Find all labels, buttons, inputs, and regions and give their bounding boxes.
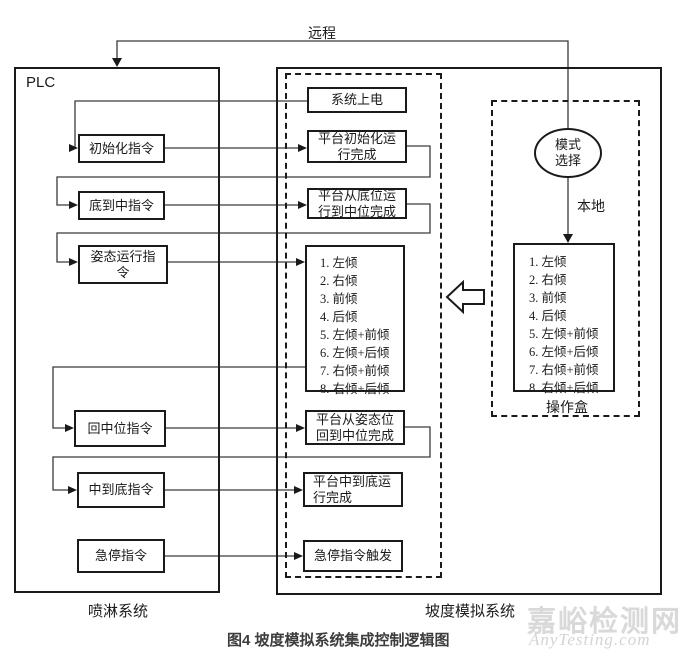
cmd-estop-box: 急停指令 (77, 539, 165, 573)
state-estop-triggered-box: 急停指令触发 (303, 540, 403, 572)
list-item: 5. 左倾+前倾 (529, 327, 599, 341)
list-item: 4. 后倾 (320, 310, 358, 324)
state-init-done-label: 平台初始化运行完成 (317, 130, 396, 162)
list-item: 6. 左倾+后倾 (529, 345, 599, 359)
list-item: 2. 右倾 (320, 274, 358, 288)
plc-title: PLC (26, 74, 56, 91)
cmd-posture-run-box: 姿态运行指令 (78, 245, 168, 284)
cmd-init-label: 初始化指令 (88, 140, 154, 156)
watermark-cn: 嘉峪检测网 (527, 606, 680, 638)
figure-caption: 图4 坡度模拟系统集成控制逻辑图 (227, 632, 450, 649)
list-item: 4. 后倾 (529, 309, 567, 323)
state-estop-triggered-label: 急停指令触发 (313, 548, 392, 563)
list-item: 7. 右倾+前倾 (529, 363, 599, 377)
cmd-mid-to-bottom-box: 中到底指令 (77, 472, 165, 508)
state-mid-to-bottom-done-box: 平台中到底运行完成 (303, 472, 403, 507)
operator-box-frame (491, 100, 640, 417)
mode-select-ellipse: 模式选择 (534, 128, 602, 178)
state-bottom-to-mid-done-box: 平台从底位运行到中位完成 (307, 188, 407, 219)
list-item: 2. 右倾 (529, 273, 567, 287)
list-item: 1. 左倾 (320, 256, 358, 270)
list-item: 3. 前倾 (320, 292, 358, 306)
operator-posture-list: 1. 左倾 2. 右倾 3. 前倾 4. 后倾 5. 左倾+前倾 6. 左倾+后… (513, 243, 615, 395)
cmd-posture-run-label: 姿态运行指令 (90, 248, 156, 280)
mode-select-label: 模式选择 (554, 137, 581, 168)
operator-box-label: 操作盒 (546, 401, 588, 416)
cmd-init-box: 初始化指令 (78, 134, 165, 163)
slope-system-frame (276, 67, 662, 595)
list-item: 5. 左倾+前倾 (320, 328, 390, 342)
remote-label: 远程 (308, 27, 336, 42)
list-item: 8. 右倾+后倾 (320, 382, 390, 396)
cmd-mid-to-bottom-label: 中到底指令 (88, 482, 154, 497)
state-power-on-box: 系统上电 (307, 87, 407, 113)
list-item: 6. 左倾+后倾 (320, 346, 390, 360)
state-posture-return-done-label: 平台从姿态位回到中位完成 (315, 411, 394, 443)
state-bottom-to-mid-done-label: 平台从底位运行到中位完成 (317, 187, 396, 219)
spray-system-label: 喷淋系统 (88, 604, 149, 620)
list-item: 1. 左倾 (529, 255, 567, 269)
slope-system-dashed-frame (285, 73, 442, 578)
cmd-bottom-to-mid-box: 底到中指令 (78, 191, 165, 220)
plc-frame (14, 67, 220, 593)
cmd-bottom-to-mid-label: 底到中指令 (88, 197, 154, 213)
cmd-estop-label: 急停指令 (94, 548, 147, 563)
cmd-return-mid-label: 回中位指令 (87, 420, 153, 436)
watermark-en: AnyTesting.com (529, 630, 651, 649)
list-item: 7. 右倾+前倾 (320, 364, 390, 378)
list-item: 8. 右倾+后倾 (529, 381, 599, 395)
list-item: 3. 前倾 (529, 291, 567, 305)
local-label: 本地 (577, 200, 605, 215)
state-posture-return-done-box: 平台从姿态位回到中位完成 (305, 410, 405, 445)
state-power-on-label: 系统上电 (330, 92, 383, 107)
slope-system-label: 坡度模拟系统 (425, 604, 516, 620)
state-init-done-box: 平台初始化运行完成 (307, 130, 407, 163)
cmd-return-mid-box: 回中位指令 (74, 410, 166, 447)
sim-posture-list: 1. 左倾 2. 右倾 3. 前倾 4. 后倾 5. 左倾+前倾 6. 左倾+后… (305, 245, 405, 396)
state-mid-to-bottom-done-label: 平台中到底运行完成 (313, 473, 392, 505)
